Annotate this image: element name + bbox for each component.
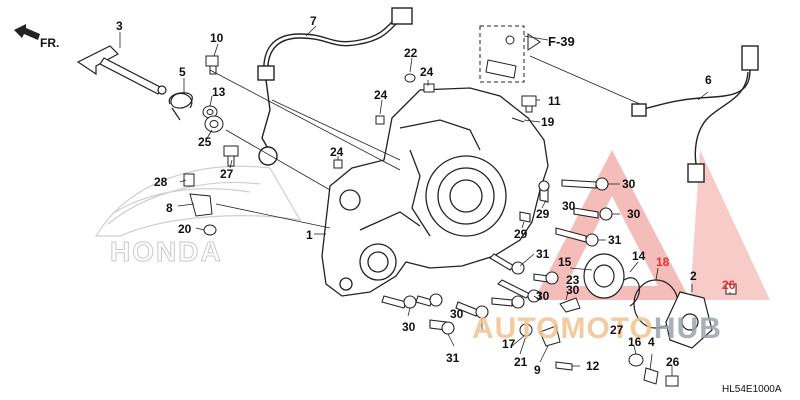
part-label-10: 10 — [210, 31, 224, 45]
part-label-24-mid: 24 — [374, 88, 388, 102]
reference-label: F-39 — [548, 34, 575, 49]
part-label-5: 5 — [179, 65, 186, 79]
part-label-6: 6 — [705, 73, 712, 87]
part-label-30-f: 30 — [402, 320, 416, 334]
site-watermark: AUTOMOTOHUB — [472, 312, 722, 346]
part-label-2: 2 — [690, 269, 697, 283]
part-label-18: 18 — [656, 255, 670, 269]
part-label-22: 22 — [404, 46, 418, 60]
part-label-29-b: 29 — [514, 227, 528, 241]
part-label-30-a: 30 — [622, 177, 636, 191]
lower-small-parts — [519, 283, 737, 387]
site-watermark-b: HUB — [653, 312, 722, 345]
part-label-30-b: 30 — [627, 207, 641, 221]
part-label-27-upper: 27 — [220, 167, 234, 181]
part-label-13: 13 — [212, 85, 226, 99]
site-watermark-a: AUTOMOTO — [472, 312, 654, 345]
leader-lines — [119, 25, 731, 376]
part-label-16: 16 — [628, 335, 642, 349]
part-label-28: 28 — [154, 175, 168, 189]
part-label-7: 7 — [310, 14, 317, 28]
cover-plate — [665, 291, 713, 349]
part-label-30-c: 30 — [562, 199, 576, 213]
part-label-9: 9 — [534, 363, 541, 377]
part-label-20: 20 — [178, 222, 192, 236]
front-arrow-icon — [14, 24, 40, 40]
dowel-pins — [333, 73, 435, 169]
part-label-21: 21 — [514, 355, 528, 369]
front-direction-label: FR. — [40, 36, 60, 50]
shift-shaft — [76, 45, 167, 95]
part-label-1: 1 — [306, 228, 313, 242]
part-label-25: 25 — [198, 135, 212, 149]
part-label-19: 19 — [541, 115, 555, 129]
part-label-24-low: 24 — [330, 145, 344, 159]
part-label-31-c: 31 — [446, 351, 460, 365]
part-label-17: 17 — [502, 337, 516, 351]
part-label-8: 8 — [166, 201, 173, 215]
part-label-30-e: 30 — [536, 289, 550, 303]
part-label-31-a: 31 — [608, 233, 622, 247]
drain-plug — [511, 95, 537, 123]
part-label-30-g: 30 — [450, 307, 464, 321]
part-label-15: 15 — [558, 255, 572, 269]
part-label-11: 11 — [548, 94, 561, 108]
part-label-24-top: 24 — [420, 65, 434, 79]
reference-box — [479, 25, 541, 83]
part-label-23: 23 — [566, 273, 580, 287]
part-label-27-lower: 27 — [610, 323, 624, 337]
part-label-26-lower: 26 — [666, 355, 680, 369]
part-label-31-b: 31 — [536, 247, 550, 261]
part-label-30-d: 30 — [566, 283, 580, 297]
crankcase-cover — [321, 87, 549, 297]
part-label-26-upper: 26 — [722, 278, 736, 292]
sensor-harness-6 — [631, 45, 759, 183]
part-label-4: 4 — [648, 335, 655, 349]
return-spring — [168, 92, 193, 121]
part-label-29-a: 29 — [536, 207, 550, 221]
part-label-14: 14 — [632, 249, 646, 263]
small-fasteners — [183, 145, 239, 236]
diagram-code: HL54E1000A — [722, 384, 782, 395]
part-label-3: 3 — [116, 19, 123, 33]
sensor-harness — [257, 7, 413, 166]
washer — [202, 105, 224, 133]
honda-watermark: HONDA — [110, 236, 223, 268]
seal-assembly — [583, 253, 679, 329]
part-label-12: 12 — [586, 359, 600, 373]
honda-wing-watermark — [94, 165, 302, 237]
